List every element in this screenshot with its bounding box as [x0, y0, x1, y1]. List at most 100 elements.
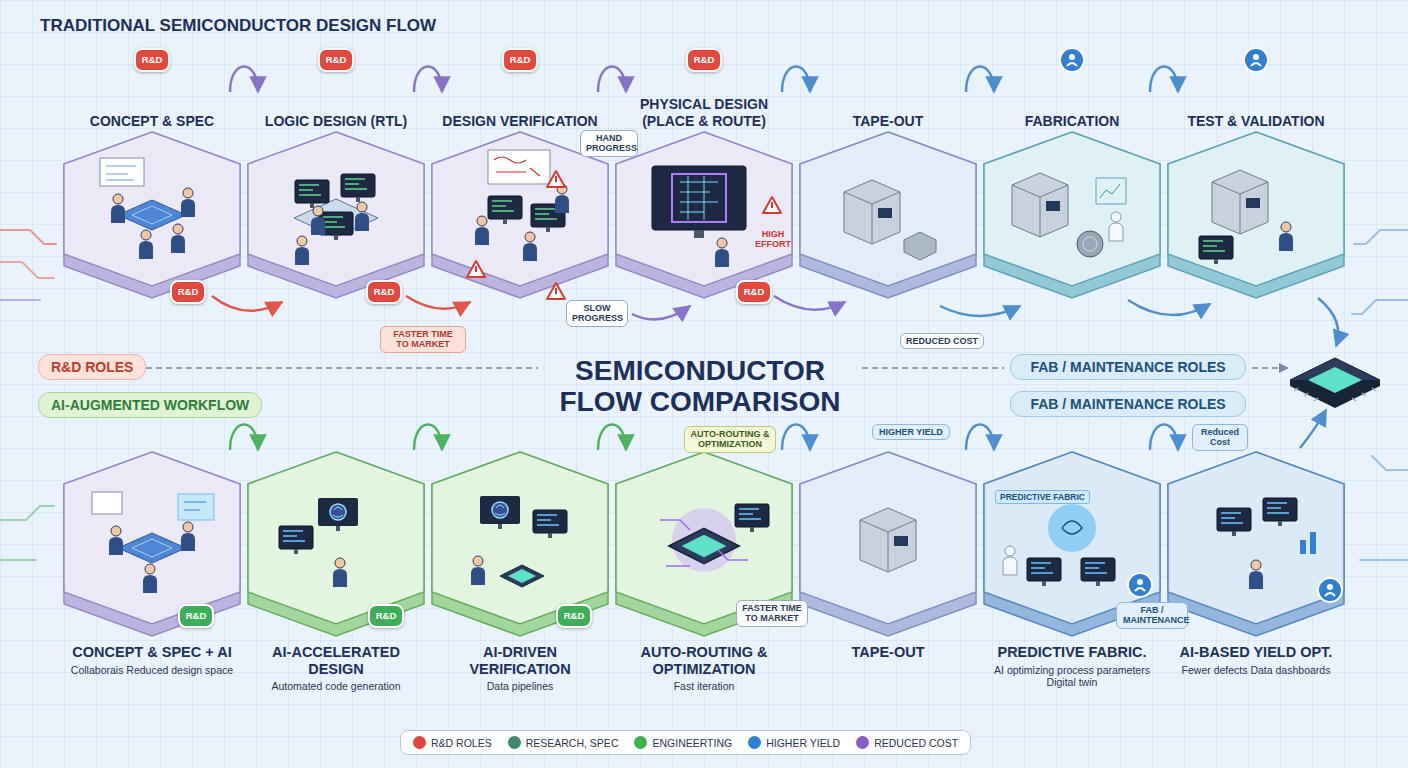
tapeout-scene — [844, 180, 936, 260]
legend-text: HIGHER YIELD — [766, 737, 840, 749]
role-badge: R&D — [170, 280, 206, 304]
role-icons — [1060, 48, 1342, 602]
benefit-callout: REDUCED COST — [900, 333, 984, 349]
heading-area: TAPE-OUT — [798, 92, 978, 130]
ai-hex-stage: AI-BASED YIELD OPT. Fewer defects Data da… — [1166, 450, 1346, 676]
hex-body — [614, 130, 794, 300]
stage-heading: TAPE-OUT — [853, 113, 924, 130]
ai-hex-stage: AUTO-ROUTING & OPTIMIZATION Fast iteratio… — [614, 450, 794, 693]
legend-item: ENGINEERTING — [634, 736, 732, 749]
hex-outline — [798, 130, 978, 300]
role-badge: R&D — [556, 604, 592, 628]
legend-item: R&D ROLES — [413, 736, 492, 749]
legend-swatch — [856, 736, 869, 749]
hex-body — [798, 450, 978, 638]
flow-arrow — [966, 425, 994, 451]
flow-arrow — [966, 67, 994, 93]
legend-item: REDUCED COST — [856, 736, 958, 749]
auto-routing-scene — [660, 504, 769, 572]
stage-note: Fewer defects Data dashboards — [1169, 664, 1343, 677]
layout-scene — [652, 166, 781, 267]
legend-swatch — [413, 736, 426, 749]
heading-area: DESIGN VERIFICATION — [430, 92, 610, 130]
logic-scene — [294, 174, 378, 265]
stage-heading: AI-DRIVEN VERIFICATION — [433, 644, 607, 677]
test-scene — [1199, 170, 1293, 264]
role-badge: R&D — [366, 280, 402, 304]
caption-area: AUTO-ROUTING & OPTIMIZATION Fast iteratio… — [614, 638, 794, 693]
stage-heading: TAPE-OUT — [801, 644, 975, 661]
hex-outline — [246, 130, 426, 300]
diagram-title: SEMICONDUCTOR FLOW COMPARISON — [545, 356, 855, 418]
status-callout: SLOW PROGRESS — [566, 300, 628, 327]
hex-outline — [982, 130, 1162, 300]
verification-scene — [467, 150, 569, 299]
hex-stage: LOGIC DESIGN (RTL) — [246, 92, 426, 300]
hex-body — [1166, 450, 1346, 638]
heading-area: FABRICATION — [982, 92, 1162, 130]
role-band: FAB / MAINTENANCE ROLES — [1010, 391, 1246, 417]
flow-arrow — [1150, 425, 1178, 451]
ai-hex-stage: PREDICTIVE FABRIC.AI optimizing process … — [982, 450, 1162, 689]
hex-outline — [62, 130, 242, 300]
stage-heading: DESIGN VERIFICATION — [442, 113, 597, 130]
stage-note: AI optimizing process parameters Digital… — [985, 664, 1159, 689]
status-note: HIGH EFFORT — [752, 230, 794, 250]
caption-area: PREDICTIVE FABRIC.AI optimizing process … — [982, 638, 1162, 689]
screen-caption: PREDICTIVE FABRIC — [995, 490, 1090, 504]
caption-area: AI-BASED YIELD OPT. Fewer defects Data da… — [1166, 638, 1346, 676]
legend: R&D ROLES RESEARCH, SPEC ENGINEERTING HIGHE… — [400, 730, 971, 755]
benefit-callout: FASTER TIME TO MARKET — [736, 600, 808, 627]
benefit-callout: Reduced Cost — [1192, 424, 1248, 451]
ai-concept-scene — [92, 492, 214, 593]
flow-arrow — [414, 425, 442, 451]
caption-area: AI-ACCELERATED DESIGNAutomated code gene… — [246, 638, 426, 693]
role-badge: R&D — [368, 604, 404, 628]
ai-tapeout-scene — [860, 508, 916, 572]
benefit-callout: HIGHER YIELD — [872, 424, 950, 440]
stage-note: Fast iteration — [617, 680, 791, 693]
hex-body — [246, 130, 426, 300]
role-badge: R&D — [686, 48, 722, 72]
stage-heading: PHYSICAL DESIGN (PLACE & ROUTE) — [616, 96, 792, 130]
chip-icon — [1290, 358, 1380, 408]
stage-heading: FABRICATION — [1025, 113, 1120, 130]
stage-heading: AI-BASED YIELD OPT. — [1169, 644, 1343, 661]
stage-heading: AUTO-ROUTING & OPTIMIZATION — [617, 644, 791, 677]
flow-arrow — [230, 425, 258, 451]
hex-outline — [798, 450, 978, 638]
hex-stage: PHYSICAL DESIGN (PLACE & ROUTE) — [614, 92, 794, 300]
caption-area: TAPE-OUT — [798, 638, 978, 661]
hex-body — [798, 130, 978, 300]
legend-item: RESEARCH, SPEC — [508, 736, 619, 749]
ai-verification-scene — [471, 496, 567, 587]
stage-heading: TEST & VALIDATION — [1187, 113, 1324, 130]
hex-outline — [1166, 130, 1346, 300]
caption-area: AI-DRIVEN VERIFICATIONData pipelines — [430, 638, 610, 693]
legend-text: REDUCED COST — [874, 737, 958, 749]
stage-note: Collaborais Reduced design space — [65, 664, 239, 677]
legend-text: RESEARCH, SPEC — [526, 737, 619, 749]
heading-area: LOGIC DESIGN (RTL) — [246, 92, 426, 130]
heading-area: TEST & VALIDATION — [1166, 92, 1346, 130]
heading-area: CONCEPT & SPEC — [62, 92, 242, 130]
section-heading: TRADITIONAL SEMICONDUCTOR DESIGN FLOW — [40, 16, 436, 36]
caption-area: CONCEPT & SPEC + AICollaborais Reduced d… — [62, 638, 242, 676]
hex-outline — [62, 450, 242, 638]
legend-swatch — [748, 736, 761, 749]
role-callout: FAB / MAINTENANCE — [1116, 602, 1188, 629]
role-badge: R&D — [318, 48, 354, 72]
hex-stage: CONCEPT & SPEC — [62, 92, 242, 300]
hex-stage: DESIGN VERIFICATION — [430, 92, 610, 300]
role-badge: R&D — [502, 48, 538, 72]
hex-stage: TAPE-OUT — [798, 92, 978, 300]
concept-scene — [100, 158, 195, 259]
flow-arrow — [782, 425, 810, 451]
feature-callout: AUTO-ROUTING & OPTIMIZATION — [684, 426, 776, 453]
role-badge: R&D — [736, 280, 772, 304]
role-band: FAB / MAINTENANCE ROLES — [1010, 354, 1246, 380]
role-band: R&D ROLES — [38, 354, 146, 380]
role-band: AI-AUGMENTED WORKFLOW — [38, 392, 262, 418]
hex-body — [982, 130, 1162, 300]
